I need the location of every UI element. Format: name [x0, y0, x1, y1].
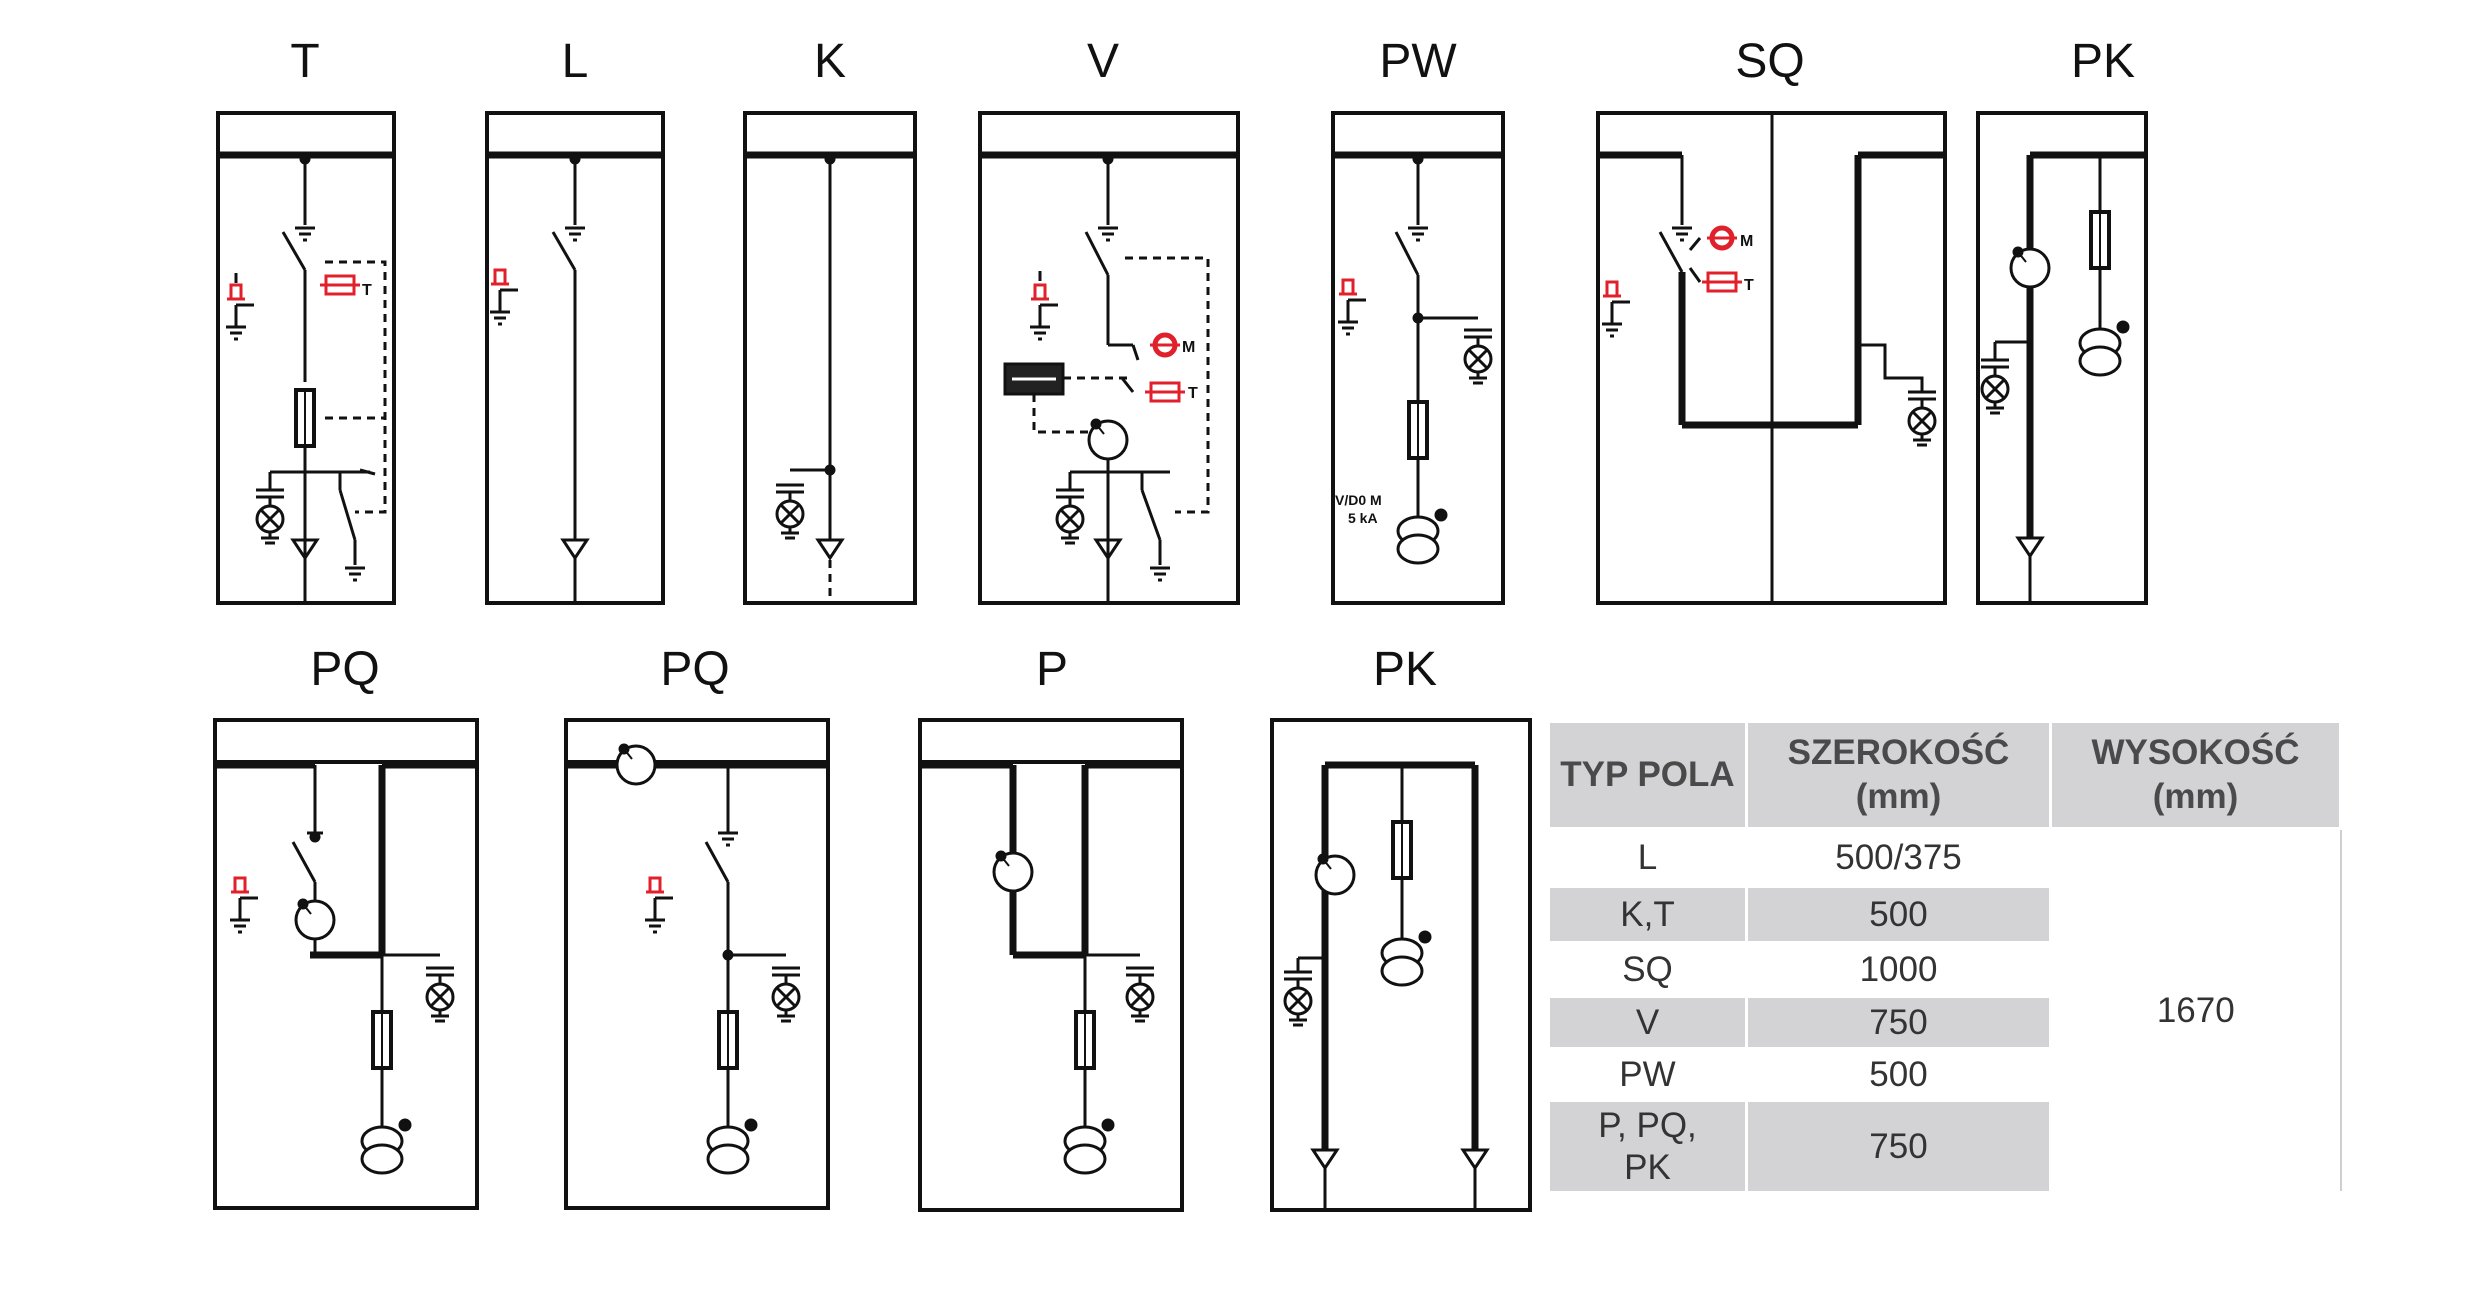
cell-width: 500/375 [1745, 827, 2052, 888]
panel-label-p: P [1035, 643, 1068, 696]
table-row: L 500/375 1670 [1547, 827, 2342, 1194]
panel-sq [1596, 111, 1947, 605]
cell-type: P, PQ, PK [1547, 1099, 1748, 1194]
header-type: TYP POLA [1547, 720, 1748, 830]
cell-height: 1670 [2049, 827, 2342, 1194]
header-height: WYSOKOŚĆ (mm) [2049, 720, 2342, 830]
cell-type: K,T [1547, 885, 1748, 944]
motor-letter-v: M [1182, 339, 1195, 356]
panel-l [485, 111, 665, 605]
panel-k [743, 111, 917, 605]
symbol-letters: T M T M T V/D0 M 5 kA [362, 233, 1754, 526]
header-width: SZEROKOŚĆ (mm) [1745, 720, 2052, 830]
table-row: SQ 1000 [1547, 941, 2341, 998]
panel-pq-1 [213, 718, 479, 1210]
panel-pk-bottom [1270, 718, 1532, 1212]
table-header-row: TYP POLA SZEROKOŚĆ (mm) WYSOKOŚĆ (mm) [1547, 720, 2342, 830]
trip-letter-t: T [362, 282, 372, 299]
panel-label-pq-2: PQ [660, 643, 730, 696]
panel-label-sq: SQ [1735, 35, 1805, 88]
trip-letter-v: T [1188, 385, 1198, 402]
table-row: V 750 [1547, 995, 2341, 1050]
panel-label-pw: PW [1379, 35, 1457, 88]
cell-type: L [1547, 827, 1748, 888]
cell-width: 750 [1745, 995, 2052, 1050]
panel-pq-2 [564, 718, 830, 1210]
panel-pk-top [1976, 111, 2148, 605]
panel-label-l: L [561, 35, 589, 88]
panel-label-pq-1: PQ [310, 643, 380, 696]
panel-label-pk-top: PK [2070, 35, 2136, 88]
cell-type: PW [1547, 1047, 1748, 1102]
panel-label-t: T [290, 35, 320, 88]
motor-letter-sq: M [1740, 233, 1753, 250]
dimensions-table: TYP POLA SZEROKOŚĆ (mm) WYSOKOŚĆ (mm) L … [1547, 720, 2342, 1194]
vt-caption-1: V/D0 M [1335, 492, 1382, 508]
cell-width: 1000 [1745, 941, 2052, 998]
trip-letter-sq: T [1744, 277, 1754, 294]
vt-caption-2: 5 kA [1348, 510, 1378, 526]
panel-p [918, 718, 1184, 1212]
table-row: P, PQ, PK 750 [1547, 1099, 2341, 1194]
cell-width: 500 [1745, 1047, 2052, 1102]
cell-type: V [1547, 995, 1748, 1050]
panel-pw [1331, 111, 1505, 605]
table-row: PW 500 [1547, 1047, 2341, 1102]
cell-width: 750 [1745, 1099, 2052, 1194]
table-row: K,T 500 [1547, 885, 2341, 944]
panel-label-k: K [813, 35, 846, 88]
panel-label-pk-bottom: PK [1372, 643, 1438, 696]
panel-t [216, 111, 396, 605]
panel-label-v: V [1086, 35, 1119, 88]
panel-v [978, 111, 1240, 605]
cell-width: 500 [1745, 885, 2052, 944]
cell-type: SQ [1547, 941, 1748, 998]
